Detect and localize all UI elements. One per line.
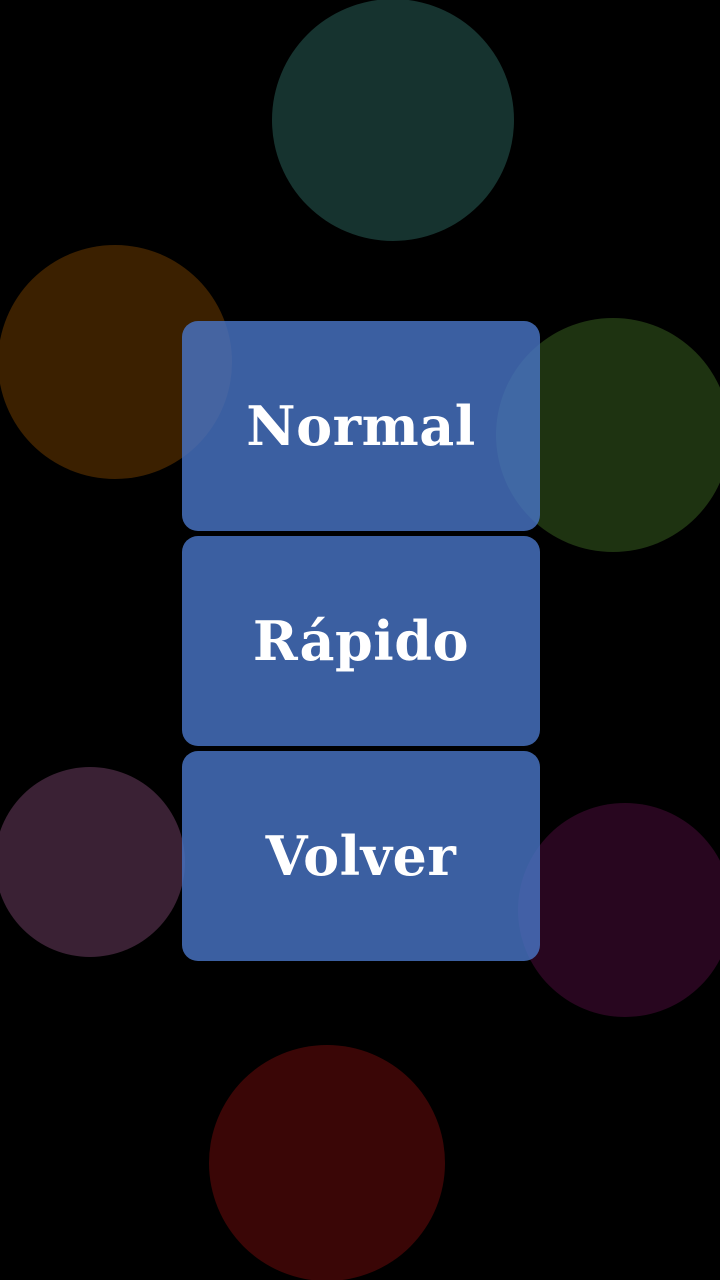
normal-button[interactable]: Normal bbox=[182, 321, 540, 531]
rapido-button[interactable]: Rápido bbox=[182, 536, 540, 746]
purple-circle bbox=[0, 767, 185, 957]
teal-circle bbox=[272, 0, 514, 241]
rapido-button-label: Rápido bbox=[252, 609, 470, 673]
dark-magenta-circle bbox=[518, 803, 720, 1017]
normal-button-label: Normal bbox=[246, 394, 476, 458]
menu-button-stack: Normal Rápido Volver bbox=[182, 321, 540, 961]
volver-button[interactable]: Volver bbox=[182, 751, 540, 961]
dark-red-circle bbox=[209, 1045, 445, 1280]
volver-button-label: Volver bbox=[265, 824, 457, 888]
